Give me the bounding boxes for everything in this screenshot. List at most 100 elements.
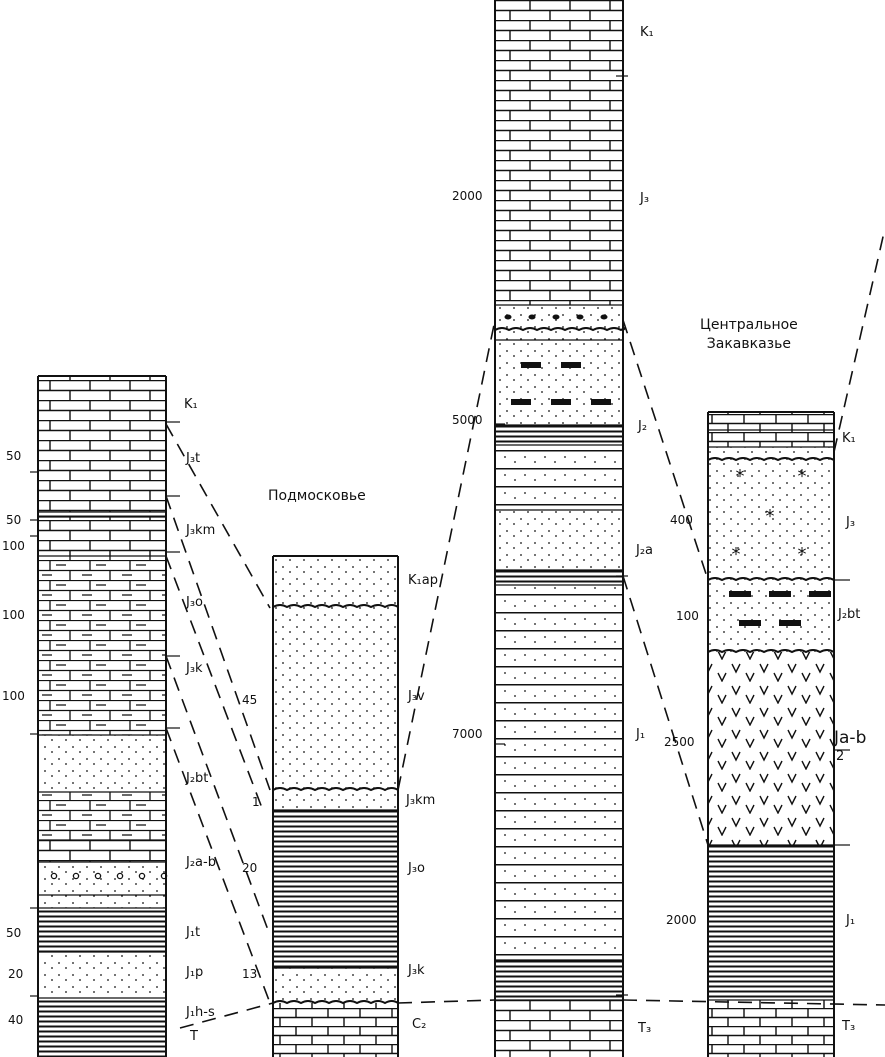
col3-lens-3 — [511, 399, 531, 405]
correlation-line-1 — [165, 423, 271, 609]
col4-thickness-1: 400 — [670, 513, 693, 527]
title-line-2: Закавказье — [706, 335, 791, 352]
col1-thickness-8: 40 — [8, 1013, 24, 1027]
col1-label-j3km: J₃km — [186, 523, 216, 538]
col3-layer-7 — [495, 510, 623, 570]
col3-label-j3: J₃ — [640, 191, 650, 206]
col3-thickness-1: 2000 — [452, 189, 483, 203]
col1-label-j1t: J₁t — [186, 925, 201, 940]
col3-layer-3 — [495, 330, 623, 340]
col4-unconformity-4 — [707, 457, 835, 462]
col1-pebble — [160, 872, 168, 880]
correlation-line-7 — [397, 999, 496, 1004]
col4-anhydrite-mark-3: * — [766, 506, 775, 527]
col3-unconformity-3 — [494, 327, 627, 332]
col4-thickness-4: 2000 — [666, 913, 697, 927]
col3-layer-9 — [495, 585, 623, 960]
col4-label-jab: Ja-b — [834, 728, 867, 748]
col3-pebble — [552, 314, 560, 320]
column-2-podmoskovye-section — [272, 555, 399, 1057]
col4-label-j3: J₃ — [846, 515, 856, 530]
col3-layer-11 — [495, 1000, 623, 1057]
col2-label-j3v: J₃v — [408, 689, 425, 704]
col2-layer-3 — [273, 790, 398, 810]
col1-layer-5 — [38, 735, 166, 792]
col1-label-j2bt: J₂bt — [186, 771, 209, 786]
col3-label-k1: K₁ — [640, 25, 654, 40]
col4-anhydrite-mark-2: * — [798, 466, 807, 487]
col1-label-j3t: J₃t — [186, 451, 201, 466]
col4-unconformity-6 — [707, 649, 835, 654]
col4-layer-4 — [708, 460, 834, 580]
correlation-line-12 — [179, 1002, 274, 1029]
col1-pebble — [72, 872, 80, 880]
correlation-line-5 — [165, 727, 271, 1004]
col2-layer-2 — [273, 607, 398, 790]
col4-label-t3: T₃ — [842, 1019, 856, 1034]
col4-thickness-2: 100 — [676, 609, 699, 623]
col1-layer-7 — [38, 840, 166, 862]
col4-thickness-3: 2500 — [664, 735, 695, 749]
col1-layer-2 — [38, 512, 166, 517]
col1-pebble — [138, 872, 146, 880]
correlation-line-2 — [165, 495, 271, 791]
col4-label-k1: K₁ — [842, 431, 856, 446]
col1-layer-8 — [38, 862, 166, 895]
column-1-section — [30, 375, 180, 1057]
column-4-transcaucasia-section: ***** — [707, 411, 850, 1057]
col1-layer-4 — [38, 556, 166, 735]
col1-thickness-5: 100 — [2, 689, 25, 703]
col4-label-j2bt: J₂bt — [838, 607, 861, 622]
col2-thickness-3: 20 — [242, 861, 258, 875]
col2-layer-4 — [273, 810, 398, 968]
col3-layer-10 — [495, 960, 623, 1000]
col1-label-k1: K₁ — [184, 397, 198, 412]
col3-pebble — [576, 314, 584, 320]
col2-thickness-1: 45 — [242, 693, 258, 707]
col3-layer-8 — [495, 570, 623, 585]
correlation-line-8 — [622, 319, 709, 581]
col3-label-j2: J₂ — [638, 419, 648, 434]
col4-anhydrite-mark-5: * — [798, 544, 807, 565]
col1-thickness-7: 20 — [8, 967, 24, 981]
col3-pebble — [600, 314, 608, 320]
col1-layer-11 — [38, 952, 166, 998]
col3-thickness-2: 5000 — [452, 413, 483, 427]
col4-unconformity-5 — [707, 577, 835, 582]
col1-thickness-4: 100 — [2, 608, 25, 622]
col3-lens-5 — [591, 399, 611, 405]
correlation-line-4 — [165, 655, 269, 931]
col1-pebble — [116, 872, 124, 880]
col3-label-j1: J₁ — [636, 727, 646, 742]
col1-pebble — [50, 872, 58, 880]
col2-layer-5 — [273, 968, 398, 1003]
col1-layer-1 — [38, 376, 166, 512]
col2-layer-6 — [273, 1003, 398, 1057]
col4-layer-1 — [708, 412, 834, 430]
col3-layer-4 — [495, 340, 623, 425]
correlation-line-11 — [622, 999, 885, 1006]
col3-layer-1 — [495, 0, 623, 305]
correlation-line-6 — [397, 319, 496, 791]
title-podmoskovye: Подмосковье — [268, 488, 366, 504]
col2-unconformity-3 — [272, 787, 399, 792]
col1-thickness-3: 100 — [2, 539, 25, 553]
col4-lens-1 — [729, 591, 751, 597]
col4-lens-5 — [779, 620, 801, 626]
col2-thickness-4: 13 — [242, 967, 258, 981]
col3-thickness-3: 7000 — [452, 727, 483, 741]
col3-pebble — [504, 314, 512, 320]
col1-layer-10 — [38, 908, 166, 952]
col4-label-jab-sub: 2 — [836, 749, 845, 764]
col1-thickness-6: 50 — [6, 926, 22, 940]
correlation-lines — [165, 227, 885, 1029]
col1-layer-3 — [38, 517, 166, 556]
col1-label-t: T — [190, 1029, 198, 1044]
correlation-line-10 — [833, 227, 885, 453]
col2-thickness-2: 1 — [252, 795, 260, 809]
col4-lens-3 — [809, 591, 831, 597]
col4-label-j1: J₁ — [846, 913, 856, 928]
col3-lens-4 — [551, 399, 571, 405]
